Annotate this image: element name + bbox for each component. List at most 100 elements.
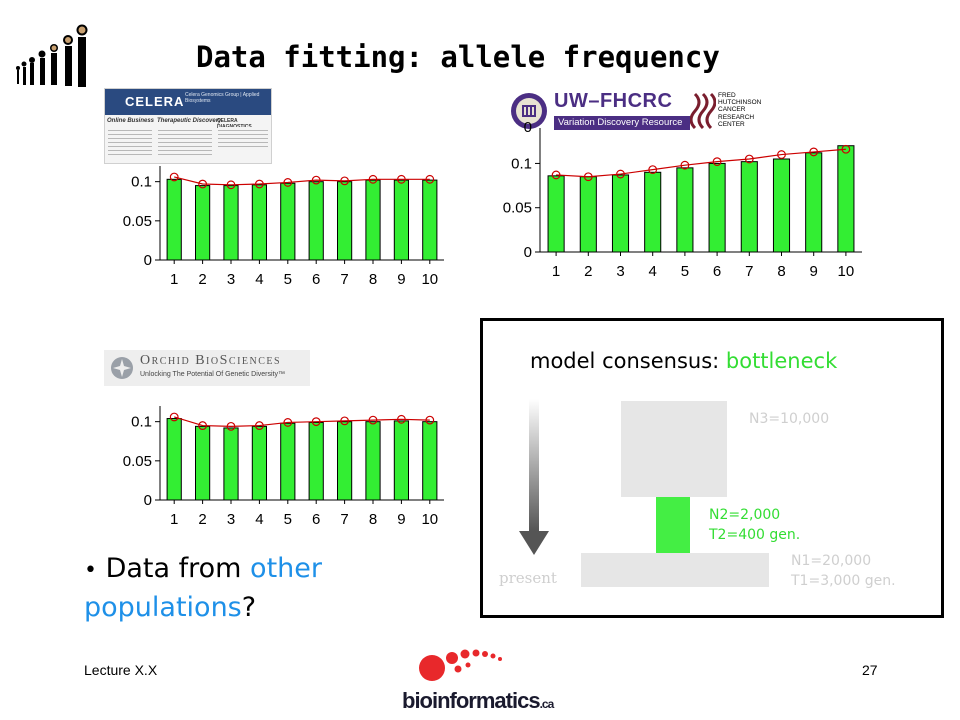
x-tick-label: 8 [369, 271, 377, 288]
x-tick-label: 3 [616, 263, 624, 280]
bar [280, 182, 296, 261]
t1-label: T1=3,000 gen. [791, 573, 896, 589]
bar [772, 158, 791, 253]
y-tick-label: 0 [524, 120, 532, 136]
fit-point [254, 179, 264, 189]
uw-fhcrc-name: UW–FHCRC [554, 90, 673, 112]
ancestral-population-block [621, 401, 727, 497]
fit-point [340, 176, 350, 186]
fit-point [311, 175, 321, 185]
bar [195, 425, 211, 501]
y-tick-label: 0.1 [131, 414, 152, 431]
fhcrc-line: CANCER [718, 106, 746, 114]
x-tick-label: 5 [284, 271, 292, 288]
bar [579, 176, 597, 253]
bar [547, 175, 565, 253]
y-tick-label: 0.05 [503, 200, 532, 217]
bottleneck-population-block [656, 497, 690, 553]
fhcrc-text: FRED HUTCHINSON CANCER RESEARCH CENTER [718, 92, 761, 128]
fit-point [648, 165, 658, 175]
n3-label: N3=10,000 [749, 411, 830, 427]
fit-point [712, 157, 722, 167]
orchid-tagline: Unlocking The Potential Of Genetic Diver… [140, 371, 285, 378]
x-tick-label: 6 [713, 263, 721, 280]
orchid-logo: Orchid BioSciences Unlocking The Potenti… [104, 350, 310, 386]
time-arrow-icon [519, 399, 549, 555]
x-tick-label: 1 [170, 511, 178, 528]
t2-label: T2=400 gen. [709, 527, 801, 543]
bullet-prefix: Data from [105, 553, 251, 584]
bar [393, 420, 409, 501]
bullet-marker: • [84, 558, 97, 583]
celera-logo: CELERA Celera Genomics Group | Applied B… [104, 88, 272, 164]
fit-point [169, 412, 179, 422]
y-tick-label: 0 [144, 492, 152, 509]
model-consensus-panel: model consensus: bottleneck present N3=1… [480, 318, 944, 618]
present-label: present [499, 569, 557, 587]
bioinformatics-text: bioinformatics [402, 688, 541, 713]
bullet-point: • Data from other populations? [84, 550, 384, 626]
fhcrc-emblem-icon [690, 92, 716, 130]
model-heading-text: model consensus: [530, 349, 726, 373]
x-tick-label: 9 [397, 511, 405, 528]
fit-point [551, 170, 561, 180]
x-tick-label: 4 [649, 263, 657, 280]
y-tick-label: 0.1 [131, 174, 152, 191]
bar [251, 425, 268, 501]
x-tick-label: 4 [255, 511, 263, 528]
uw-seal-icon [511, 93, 547, 129]
y-tick-label: 0 [144, 252, 152, 269]
bar [337, 181, 353, 261]
uw-fhcrc-subtitle: Variation Discovery Resource [554, 116, 690, 130]
model-heading: model consensus: bottleneck [530, 349, 837, 373]
bar [308, 181, 324, 261]
x-tick-label: 4 [255, 271, 263, 288]
bar [676, 167, 694, 253]
bar [837, 145, 855, 253]
x-tick-label: 5 [284, 511, 292, 528]
x-tick-label: 1 [170, 271, 178, 288]
x-tick-label: 9 [810, 263, 818, 280]
x-tick-label: 10 [838, 263, 855, 280]
bar [708, 162, 726, 253]
fit-point [198, 179, 207, 189]
fit-point [841, 144, 851, 154]
x-tick-label: 7 [340, 511, 348, 528]
fit-point [680, 160, 690, 170]
bar [166, 418, 182, 501]
bar [805, 152, 823, 253]
uw-fhcrc-logo: UW–FHCRC Variation Discovery Resource FR… [510, 90, 761, 132]
fit-point [425, 174, 435, 184]
orchid-flower-icon [111, 357, 133, 379]
bar [422, 421, 438, 501]
fit-point [169, 172, 179, 182]
slide-title: Data fitting: allele frequency [196, 40, 720, 74]
x-tick-label: 9 [397, 271, 405, 288]
fit-line [174, 176, 430, 186]
celera-tagline: Celera Genomics Group | Applied Biosyste… [185, 92, 260, 104]
x-tick-label: 10 [421, 511, 438, 528]
bullet-suffix: ? [241, 592, 257, 623]
fit-point [368, 415, 378, 425]
bar [223, 185, 239, 261]
fit-point [397, 414, 406, 424]
y-tick-label: 0.05 [123, 453, 152, 470]
fhcrc-line: CENTER [718, 120, 745, 128]
fit-point [809, 147, 819, 157]
fit-point [311, 417, 321, 427]
y-tick-label: 0.1 [511, 155, 532, 172]
y-tick-label: 0.05 [123, 213, 152, 230]
bar [393, 179, 409, 261]
x-tick-label: 6 [312, 511, 320, 528]
bar [740, 161, 758, 253]
bar [251, 184, 268, 261]
celera-column-2: Therapeutic Discovery [157, 118, 222, 124]
fit-line [174, 416, 430, 427]
fit-point [340, 416, 350, 426]
fit-point [777, 150, 786, 159]
x-tick-label: 6 [312, 271, 320, 288]
bar [166, 178, 182, 261]
x-tick-label: 2 [198, 511, 206, 528]
